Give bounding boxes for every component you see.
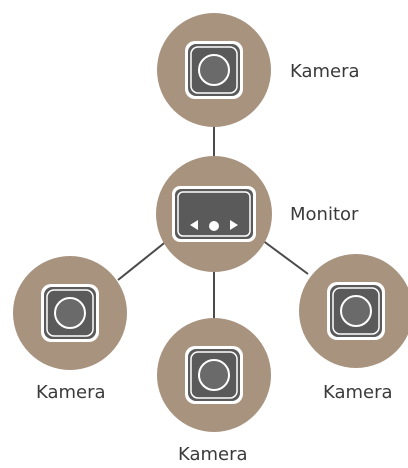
node-label: Kamera [290,61,360,82]
node-camera-left[interactable]: Kamera [13,256,127,403]
node-monitor[interactable]: Monitor [156,156,359,272]
node-label: Kamera [178,444,248,465]
connector-monitor-camera-right [261,239,309,275]
node-label: Monitor [290,204,359,225]
camera-icon [41,284,99,342]
camera-icon [185,41,243,99]
connector-monitor-camera-left [117,239,169,281]
node-camera-right[interactable]: Kamera [299,254,408,403]
node-camera-top[interactable]: Kamera [157,13,360,127]
camera-icon [185,346,243,404]
camera-icon [327,282,385,340]
node-label: Kamera [36,382,106,403]
monitor-icon [172,186,256,242]
connectors [117,125,309,320]
node-label: Kamera [323,382,393,403]
node-camera-bottom[interactable]: Kamera [157,318,271,465]
